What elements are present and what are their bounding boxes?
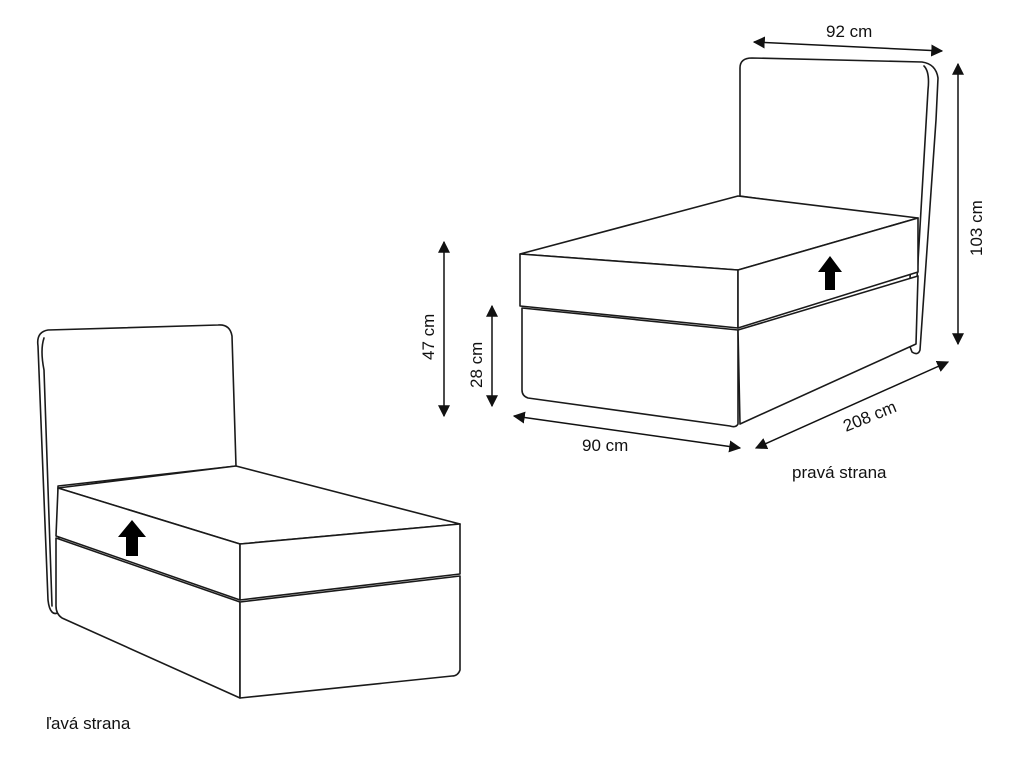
dim-length-label: 208 cm xyxy=(840,397,899,436)
dim-bed-width-arrow xyxy=(512,411,742,453)
caption-right-side: pravá strana xyxy=(792,463,887,482)
dim-height-label: 103 cm xyxy=(967,200,986,256)
up-arrow-icon xyxy=(118,520,146,556)
bed-left-side xyxy=(36,324,461,699)
left-headboard xyxy=(36,324,237,615)
left-mattress-end xyxy=(239,523,461,601)
dim-length-arrow xyxy=(754,360,950,450)
bed-right-side xyxy=(519,57,939,428)
left-base-end xyxy=(239,575,461,699)
right-headboard xyxy=(739,57,939,355)
left-base-front xyxy=(55,537,241,699)
left-headboard-edge xyxy=(41,337,53,607)
dim-bed-width-label: 90 cm xyxy=(582,436,628,455)
dim-total-height-label: 47 cm xyxy=(419,314,438,360)
right-base-front xyxy=(521,307,739,428)
dimension-lines xyxy=(438,36,964,453)
dim-base-height-label: 28 cm xyxy=(467,342,486,388)
dim-width-top-arrow xyxy=(752,36,944,57)
caption-left-side: ľavá strana xyxy=(46,714,131,733)
up-arrow-icon xyxy=(818,256,842,290)
dim-width-label: 92 cm xyxy=(826,22,872,41)
